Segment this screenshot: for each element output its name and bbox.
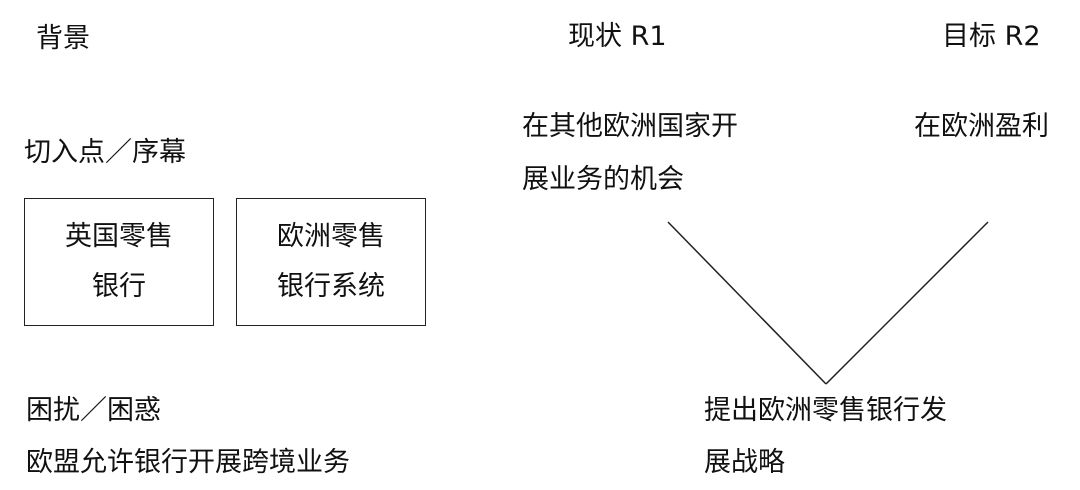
proposal-line2: 展战略 [704, 447, 785, 478]
line-from-goal [825, 221, 989, 385]
header-current: 现状 R1 [568, 21, 667, 52]
header-background: 背景 [36, 23, 90, 54]
goal-state-text: 在欧洲盈利 [914, 111, 1049, 142]
trouble-text: 欧盟允许银行开展跨境业务 [26, 447, 350, 478]
box-uk-retail-bank: 英国零售 银行 [24, 198, 214, 326]
current-state-line1: 在其他欧洲国家开 [522, 111, 738, 142]
box-uk-line2: 银行 [92, 271, 146, 302]
box-eu-line2: 银行系统 [277, 271, 385, 302]
trouble-label: 困扰／困惑 [26, 395, 161, 426]
box-eu-retail-bank-system: 欧洲零售 银行系统 [236, 198, 426, 326]
header-goal: 目标 R2 [942, 21, 1041, 52]
box-eu-line1: 欧洲零售 [277, 221, 385, 252]
box-uk-line1: 英国零售 [65, 221, 173, 252]
proposal-line1: 提出欧洲零售银行发 [704, 395, 947, 426]
entry-point-label: 切入点／序幕 [24, 137, 186, 168]
line-from-current [667, 221, 827, 385]
current-state-line2: 展业务的机会 [522, 164, 684, 195]
